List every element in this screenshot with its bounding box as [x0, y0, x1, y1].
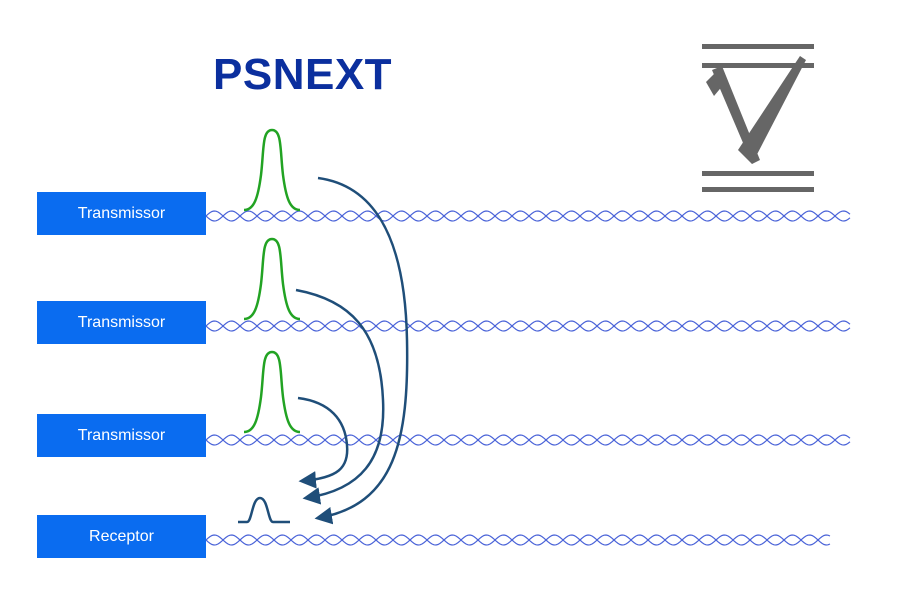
wire-receiver-strand-2	[205, 534, 831, 546]
pulse-icon	[243, 237, 301, 321]
wire-transmitter-2-strand-1	[205, 320, 851, 332]
transmitter-2-box: Transmissor	[37, 301, 206, 344]
pulse-icon	[243, 350, 301, 434]
transmitter-2-label: Transmissor	[77, 313, 166, 331]
twisted-pair-wires	[205, 210, 851, 546]
wire-transmitter-3-strand-2	[205, 434, 851, 446]
transmitter-1-label: Transmissor	[77, 204, 166, 222]
pulse-icon	[243, 128, 301, 212]
transmitter-3-box: Transmissor	[37, 414, 206, 457]
crosstalk-arrow-icon	[295, 288, 385, 505]
wire-receiver-strand-1	[205, 534, 831, 546]
wire-transmitter-2-strand-2	[205, 320, 851, 332]
receiver-box: Receptor	[37, 515, 206, 558]
transmitter-1-box: Transmissor	[37, 192, 206, 235]
pulse-icon	[238, 496, 290, 524]
logo-mark-icon	[702, 44, 814, 192]
transmitter-3-label: Transmissor	[77, 426, 166, 444]
crosstalk-arrow-icon	[297, 396, 349, 489]
crosstalk-arrow-icon	[314, 176, 409, 525]
page-title: PSNEXT	[213, 50, 393, 99]
wire-transmitter-3-strand-1	[205, 434, 851, 446]
receiver-label: Receptor	[89, 527, 154, 545]
wire-transmitter-1-strand-2	[205, 210, 851, 222]
wire-transmitter-1-strand-1	[205, 210, 851, 222]
